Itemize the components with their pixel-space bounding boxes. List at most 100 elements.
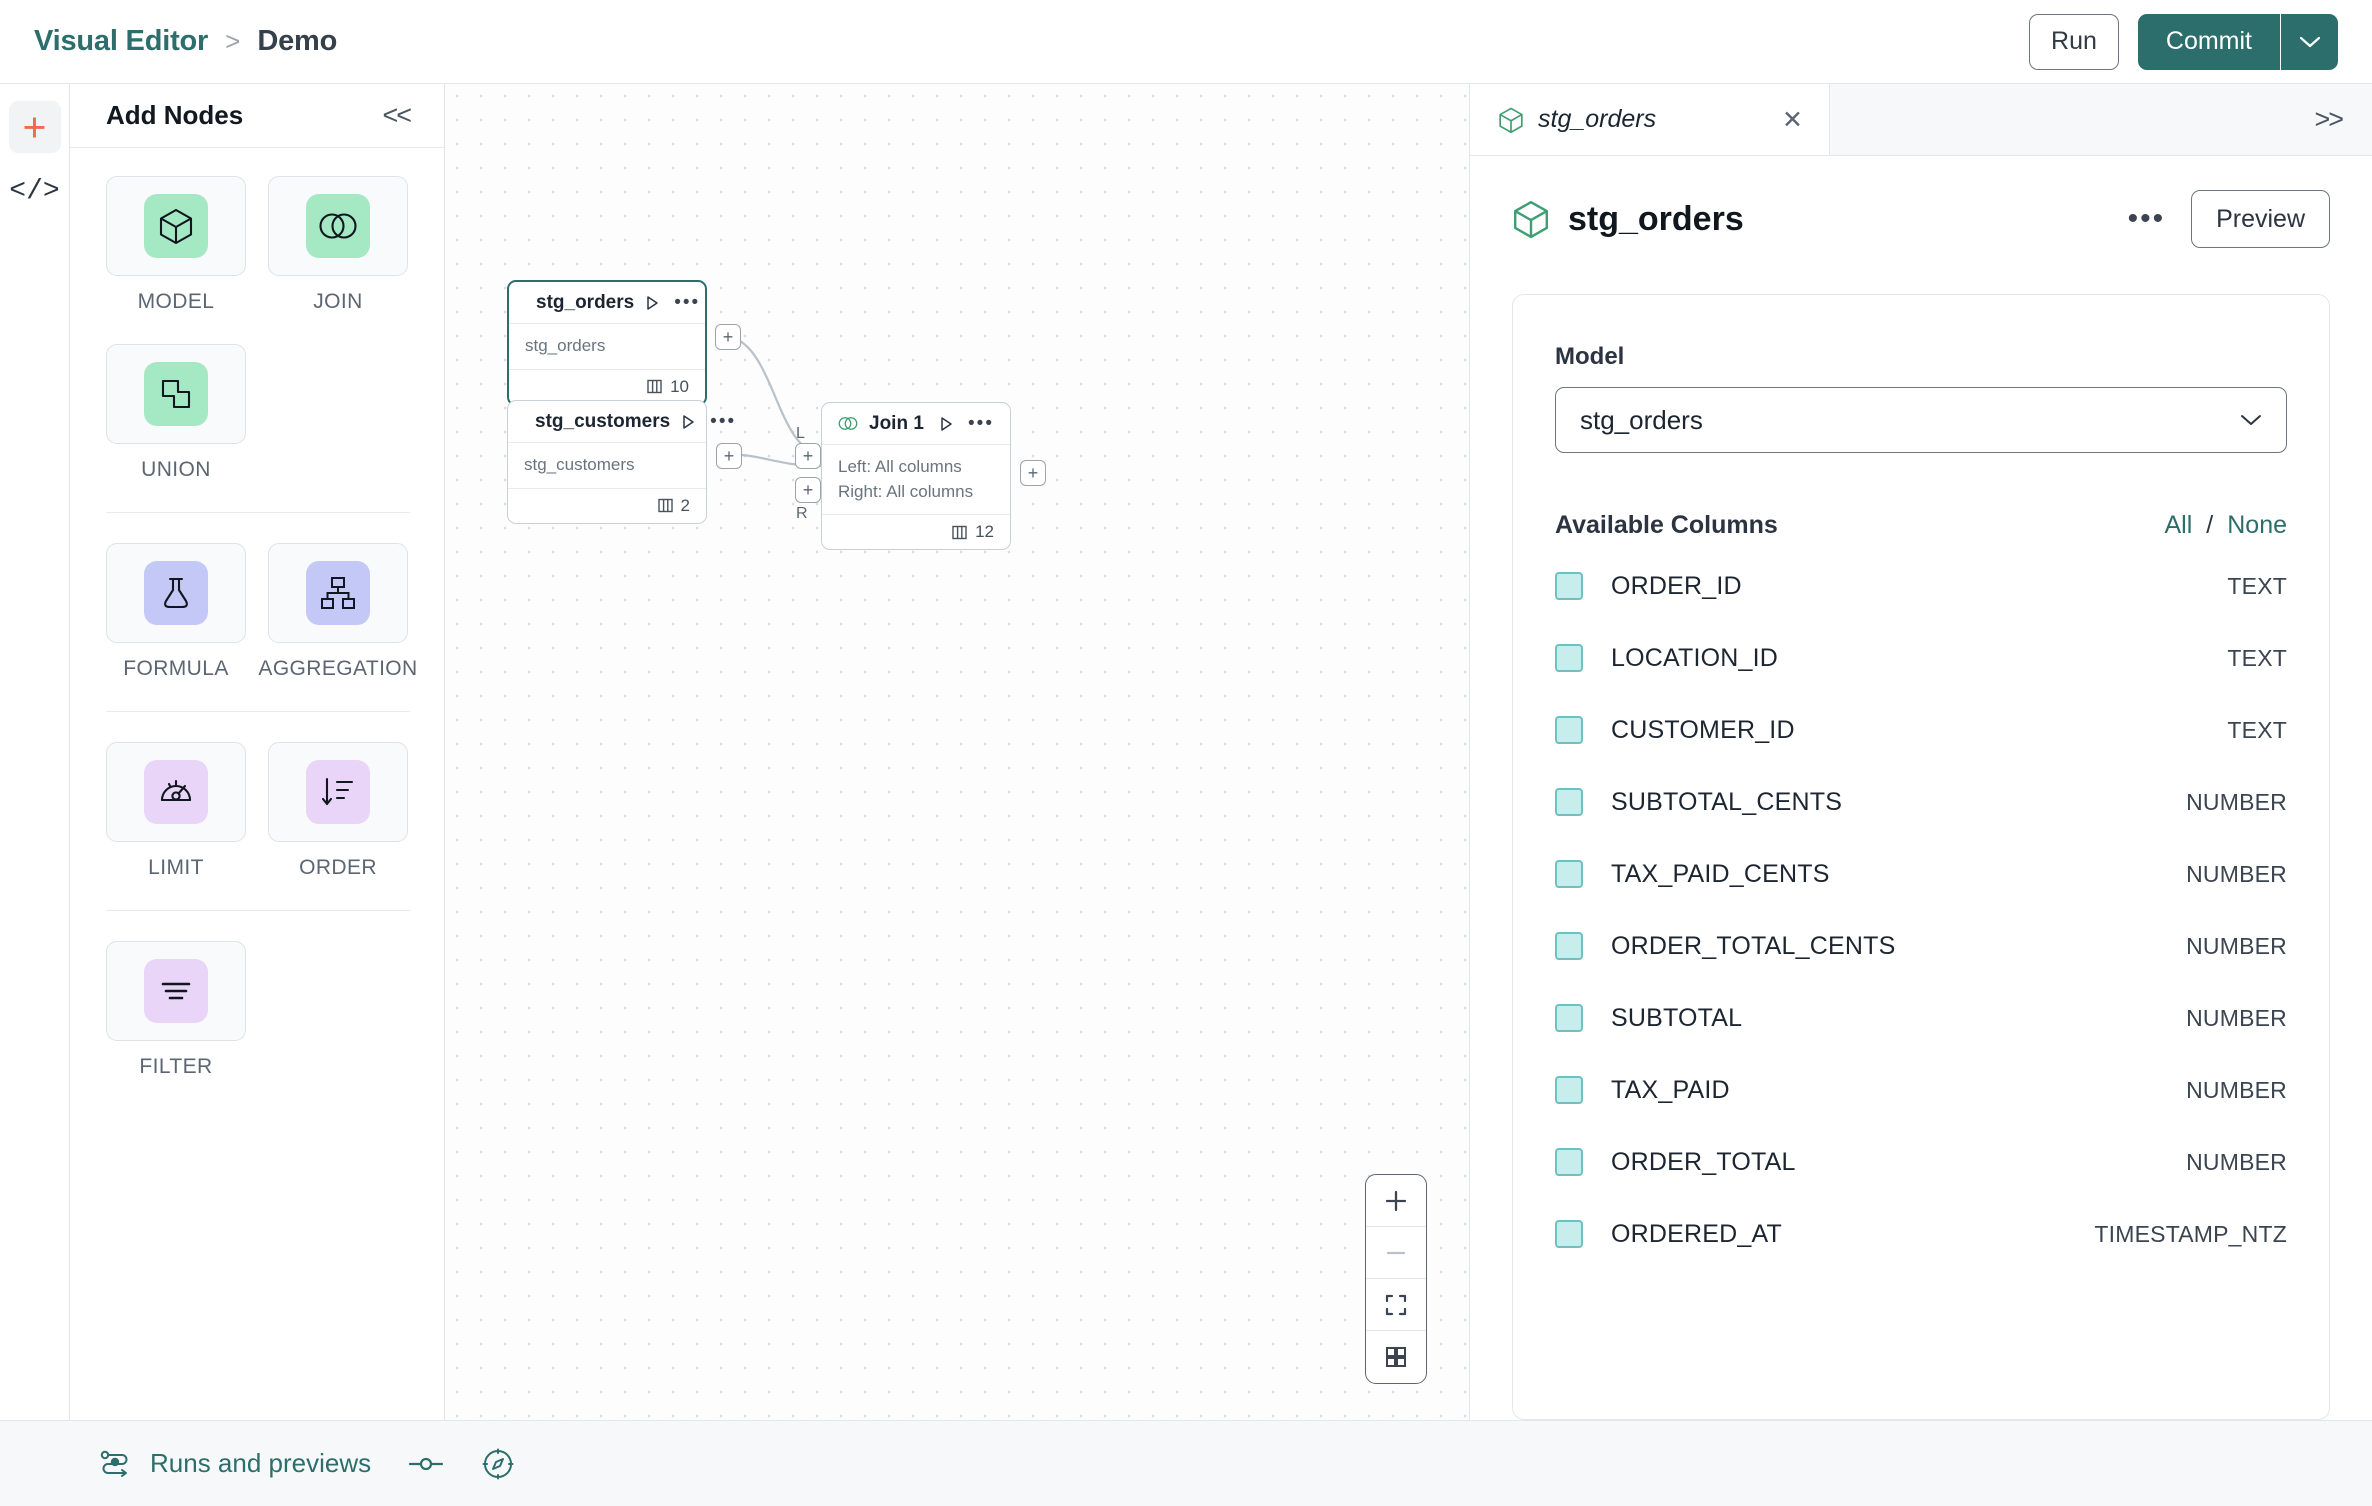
run-button[interactable]: Run (2029, 13, 2119, 70)
column-row[interactable]: ORDER_TOTAL_CENTS NUMBER (1555, 910, 2287, 982)
expand-panel-icon[interactable]: >> (2314, 104, 2344, 134)
column-checkbox[interactable] (1555, 932, 1583, 960)
close-icon[interactable]: ✕ (1782, 105, 1803, 134)
column-row[interactable]: ORDERED_AT TIMESTAMP_NTZ (1555, 1198, 2287, 1270)
column-type: NUMBER (2186, 1004, 2287, 1031)
runs-and-previews-button[interactable]: Runs and previews (98, 1448, 371, 1479)
zoom-out-icon (1386, 1251, 1406, 1254)
chevron-down-icon (2240, 407, 2262, 433)
toggle-icon (409, 1457, 444, 1470)
column-name: ORDER_TOTAL_CENTS (1611, 931, 1896, 960)
node-title: stg_customers (535, 410, 671, 432)
node-type-union[interactable]: UNION (106, 344, 246, 482)
code-view-rail-button[interactable]: </> (9, 165, 61, 217)
node-type-formula[interactable]: FORMULA (106, 543, 246, 681)
column-checkbox[interactable] (1555, 1004, 1583, 1032)
play-icon[interactable] (681, 414, 696, 430)
model-field-label: Model (1555, 343, 1625, 370)
column-row[interactable]: CUSTOMER_ID TEXT (1555, 694, 2287, 766)
column-checkbox[interactable] (1555, 572, 1583, 600)
column-checkbox[interactable] (1555, 788, 1583, 816)
commit-button[interactable]: Commit (2137, 13, 2280, 70)
node-type-label: AGGREGATION (258, 657, 418, 680)
left-rail: + </> (0, 84, 70, 1420)
canvas-node-stg-orders[interactable]: stg_orders ••• stg_orders (507, 280, 741, 406)
flow-canvas[interactable]: stg_orders ••• stg_orders (445, 84, 1470, 1420)
sort-icon (321, 777, 354, 806)
node-menu-icon[interactable]: ••• (674, 291, 701, 313)
column-row[interactable]: TAX_PAID_CENTS NUMBER (1555, 838, 2287, 910)
node-input-port-right[interactable]: + (795, 477, 821, 503)
add-nodes-rail-button[interactable]: + (8, 101, 61, 153)
zoom-out-button[interactable] (1366, 1227, 1426, 1279)
column-row[interactable]: ORDER_TOTAL NUMBER (1555, 1126, 2287, 1198)
node-type-order[interactable]: ORDER (268, 742, 408, 880)
node-details-panel: stg_orders ✕ >> stg_orders ••• Preview (1470, 84, 2372, 1420)
collapse-panel-icon[interactable]: << (382, 100, 412, 130)
compass-button[interactable] (481, 1447, 515, 1481)
aggregation-icon (321, 577, 355, 609)
column-row[interactable]: SUBTOTAL NUMBER (1555, 982, 2287, 1054)
cube-icon (1499, 107, 1523, 133)
node-type-label: JOIN (313, 290, 363, 313)
column-checkbox[interactable] (1555, 860, 1583, 888)
node-type-limit[interactable]: LIMIT (106, 742, 246, 880)
column-checkbox[interactable] (1555, 1148, 1583, 1176)
node-type-filter[interactable]: FILTER (106, 941, 246, 1079)
node-column-count: 2 (680, 495, 690, 515)
palette-divider (106, 910, 410, 911)
venn-circles-icon (319, 213, 357, 239)
available-columns-title: Available Columns (1555, 511, 1778, 539)
tab-stg-orders[interactable]: stg_orders ✕ (1470, 84, 1830, 155)
preview-button[interactable]: Preview (2191, 190, 2330, 248)
node-menu-icon[interactable]: ••• (710, 410, 737, 432)
column-row[interactable]: ORDER_ID TEXT (1555, 550, 2287, 622)
column-checkbox[interactable] (1555, 644, 1583, 672)
canvas-node-stg-customers[interactable]: stg_customers ••• stg_customers (507, 400, 742, 524)
node-output-port[interactable]: + (1020, 460, 1046, 486)
node-subtitle: stg_orders (525, 336, 606, 355)
node-input-port-left[interactable]: + (795, 443, 821, 469)
node-menu-icon[interactable]: ••• (968, 412, 994, 434)
node-type-aggregation[interactable]: AGGREGATION (258, 543, 417, 681)
column-row[interactable]: TAX_PAID NUMBER (1555, 1054, 2287, 1126)
select-all-link[interactable]: All (2164, 511, 2193, 539)
node-output-port[interactable]: + (716, 443, 742, 469)
column-type: TIMESTAMP_NTZ (2094, 1220, 2287, 1247)
column-name: CUSTOMER_ID (1611, 715, 1795, 744)
column-row[interactable]: LOCATION_ID TEXT (1555, 622, 2287, 694)
cube-icon (159, 208, 193, 245)
node-output-port[interactable]: + (715, 324, 741, 350)
palette-divider (106, 512, 410, 513)
fit-view-button[interactable] (1366, 1279, 1426, 1331)
minimap-button[interactable] (1366, 1331, 1426, 1383)
zoom-in-button[interactable] (1366, 1175, 1426, 1227)
flask-icon (164, 577, 188, 609)
node-type-model[interactable]: MODEL (106, 176, 246, 314)
page-title: stg_orders (1568, 199, 1744, 238)
chevron-down-icon (2299, 36, 2320, 47)
node-type-join[interactable]: JOIN (268, 176, 408, 314)
column-checkbox[interactable] (1555, 716, 1583, 744)
breadcrumb-root[interactable]: Visual Editor (34, 25, 209, 57)
play-icon[interactable] (939, 416, 954, 432)
column-checkbox[interactable] (1555, 1076, 1583, 1104)
model-select[interactable]: stg_orders (1555, 387, 2287, 453)
editor-body: + </> Add Nodes << (0, 84, 2372, 1420)
settings-toggle-button[interactable] (407, 1454, 445, 1474)
column-checkbox[interactable] (1555, 1220, 1583, 1248)
columns-icon (952, 525, 967, 539)
fit-view-icon (1385, 1294, 1407, 1315)
commit-dropdown-button[interactable] (2280, 13, 2338, 70)
play-icon[interactable] (645, 295, 660, 311)
model-select-value: stg_orders (1580, 404, 1703, 435)
port-label-right: R (796, 505, 808, 522)
status-bar: Runs and previews (0, 1420, 2372, 1506)
separator: / (2206, 511, 2214, 539)
node-type-label: FORMULA (123, 657, 229, 680)
ellipsis-icon[interactable]: ••• (2127, 202, 2166, 235)
canvas-node-join-1[interactable]: Join 1 ••• Left: All columns Right: All … (795, 402, 1046, 551)
column-row[interactable]: SUBTOTAL_CENTS NUMBER (1555, 766, 2287, 838)
select-none-link[interactable]: None (2227, 511, 2287, 539)
